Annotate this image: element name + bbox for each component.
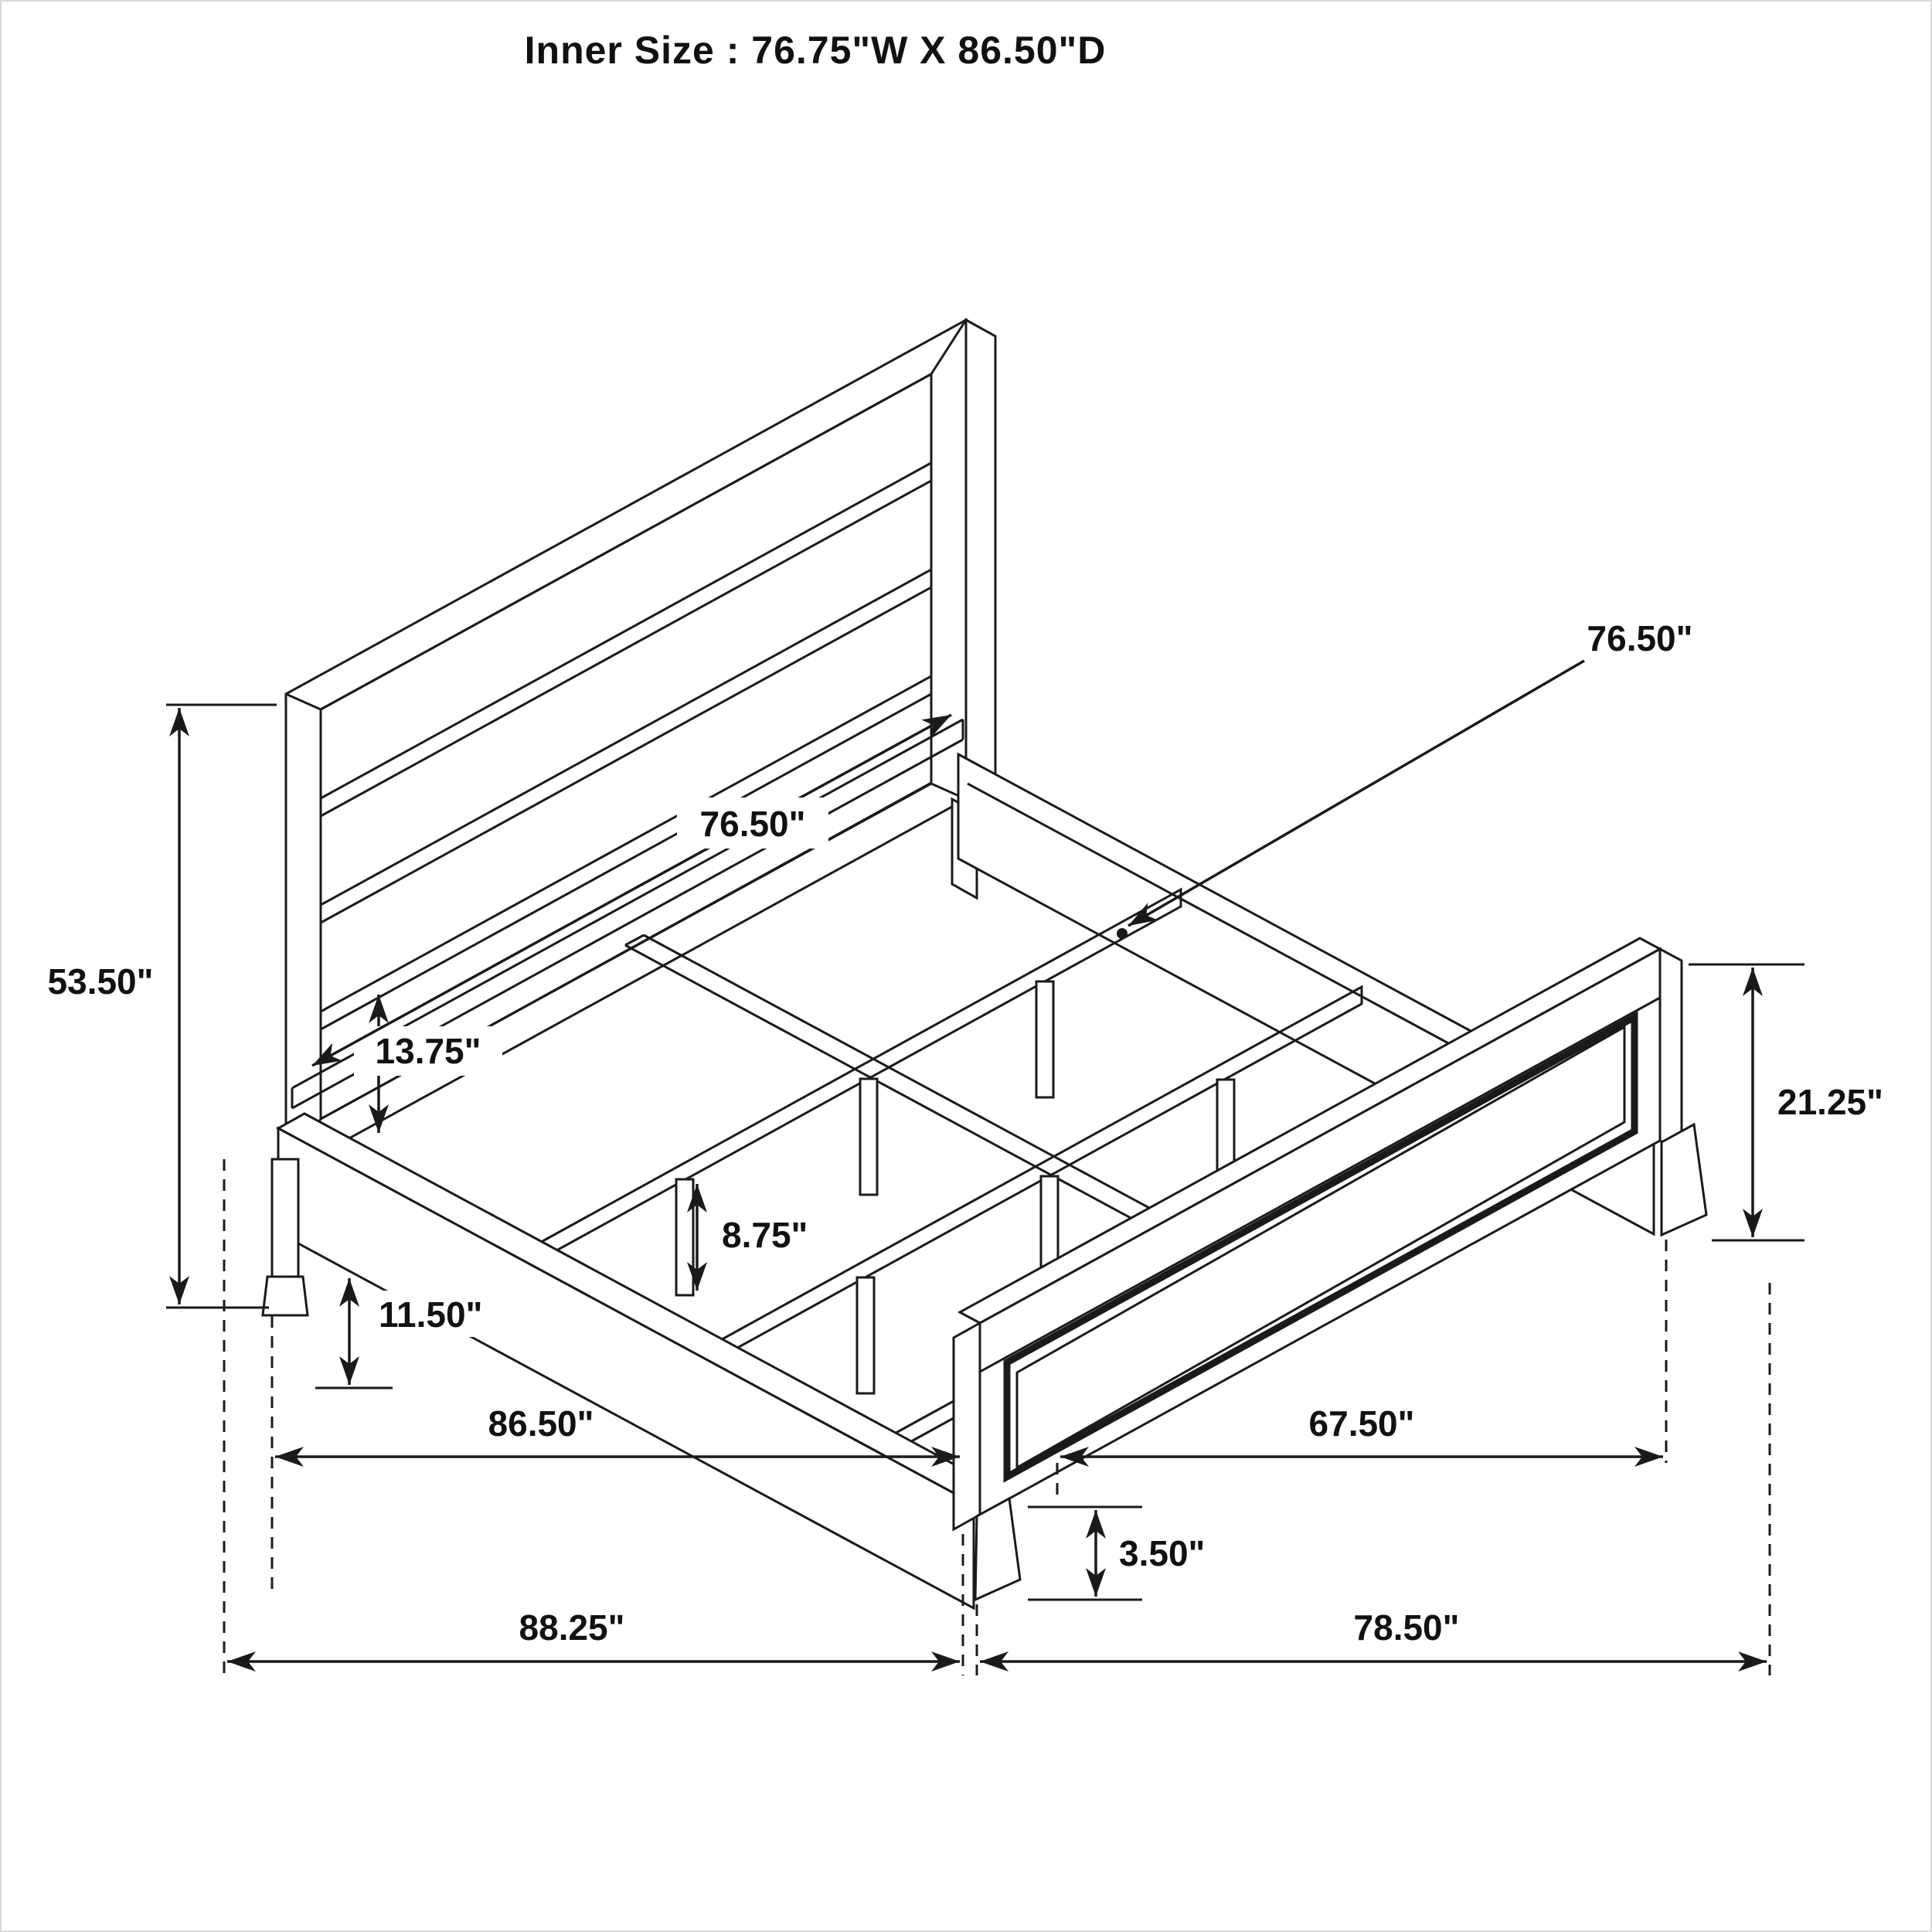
inner-width-label: 76.50" (700, 804, 806, 844)
headboard-miter-lines (284, 319, 968, 1174)
overall-width-label: 78.50" (1354, 1607, 1460, 1648)
footboard-left-edge (952, 1321, 981, 1532)
headboard-slat-1 (319, 372, 933, 801)
dashed-extension-lines (223, 1159, 1771, 1675)
headboard-edge-thickness (964, 318, 997, 818)
rail-clearance-label-bg (371, 1291, 502, 1337)
footboard-left-foot (974, 1496, 1022, 1602)
dim-rail-floor-clearance: 11.50" (315, 1278, 502, 1389)
center-rail (624, 934, 1326, 1315)
left-post-foot (261, 1275, 309, 1317)
rail-length-label: 86.50" (488, 1403, 594, 1444)
headboard-height-label: 53.50" (48, 961, 154, 1002)
dim-slat-length: 76.50" (1128, 618, 1693, 927)
headboard-cleat (291, 718, 964, 1110)
dim-support-leg-height: 8.75" (687, 1184, 808, 1291)
footboard-height-extension (1689, 963, 1804, 1242)
footboard-panel-border (1003, 1011, 1638, 1483)
dim-footboard-inner-span: 67.50" (1060, 1403, 1663, 1467)
support-leg-2 (859, 1077, 879, 1196)
inner-width-label-bg (677, 798, 828, 849)
support-leg-3 (1035, 980, 1055, 1099)
dim-headboard-panel-to-rail: 13.75" (354, 995, 502, 1133)
inner-width-arrow-left (311, 889, 632, 1067)
rail-clearance-label: 11.50" (379, 1294, 482, 1335)
overall-length-label: 88.25" (519, 1607, 625, 1648)
slat-length-label: 76.50" (1587, 618, 1693, 658)
footboard-span-label: 67.50" (1309, 1403, 1415, 1444)
left-post (270, 1158, 300, 1278)
diagram-title: Inner Size : 76.75"W X 86.50"D (524, 29, 1107, 72)
footboard-right-edge (1658, 947, 1683, 1155)
footboard-right-foot (1660, 1122, 1708, 1237)
panel-gap-label: 13.75" (376, 1031, 481, 1071)
leg-height-label: 8.75" (722, 1215, 808, 1255)
dim-overall-length: 88.25" (227, 1607, 960, 1672)
headboard-slat-2 (319, 478, 933, 907)
support-leg-4 (855, 1276, 876, 1395)
headboard-height-extension (166, 703, 277, 1309)
foot-height-extension (1028, 1505, 1142, 1601)
footboard-panel-inner (1015, 1025, 1626, 1470)
slat-length-leader (1128, 659, 1585, 927)
footboard-height-label: 21.25" (1777, 1082, 1883, 1122)
dim-side-rail-length: 86.50" (275, 1403, 960, 1467)
headboard-slat-3 (319, 585, 933, 1014)
footboard-top-rail-line (979, 996, 1661, 1373)
dim-overall-width: 78.50" (980, 1607, 1767, 1672)
panel-gap-label-bg (354, 1026, 502, 1076)
support-leg-1 (675, 1178, 695, 1297)
foot-height-label: 3.50" (1119, 1533, 1205, 1573)
screw-dot (1117, 928, 1128, 939)
headboard-left-post (261, 1158, 309, 1317)
footboard (952, 937, 1708, 1602)
dim-inner-frame-width: 76.50" (311, 713, 952, 1067)
dim-footboard-height: 21.25" (1689, 963, 1883, 1242)
dim-headboard-height: 53.50" (48, 703, 277, 1309)
dim-foot-height: 3.50" (1028, 1505, 1205, 1601)
